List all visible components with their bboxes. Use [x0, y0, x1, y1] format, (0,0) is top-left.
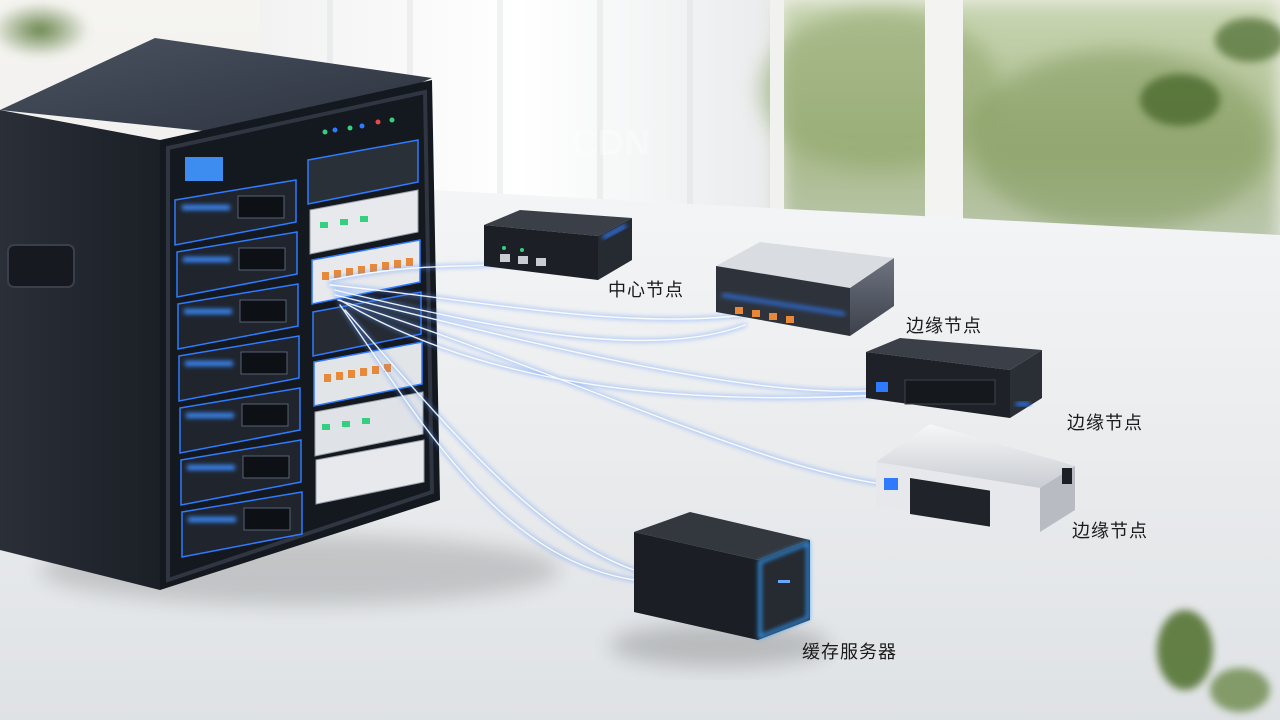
label-edge-node-1: 边缘节点 — [906, 316, 982, 337]
window-frame-left — [770, 0, 784, 230]
cache-shadow — [610, 623, 830, 667]
edge-node-device-3 — [876, 424, 1075, 532]
center-node-top — [484, 210, 632, 236]
leaf-bottom-right — [1157, 610, 1213, 690]
rack-status-leds — [322, 117, 395, 135]
label-edge-node-3: 边缘节点 — [1072, 521, 1148, 542]
edge-node-device-1 — [716, 242, 894, 336]
cache-server-glow-frame — [758, 540, 810, 640]
edge-node-3-vent — [910, 478, 990, 527]
edge-node-2-vent — [904, 379, 996, 405]
edge-node-1-ports — [735, 307, 794, 323]
server-rack — [0, 38, 440, 590]
center-node-side — [598, 218, 632, 280]
leaf-top-left — [0, 2, 90, 58]
cache-server-device — [634, 512, 810, 640]
switch-unit — [307, 139, 419, 205]
center-node-front — [484, 225, 598, 280]
edge-node-3-side-port — [1062, 468, 1072, 484]
switch-unit — [313, 341, 423, 407]
leaf-top-right-2 — [1215, 18, 1280, 62]
fiber-cables — [328, 260, 892, 582]
switch-unit — [311, 239, 421, 305]
edge-node-3-port — [884, 478, 898, 490]
edge-node-2-side — [1010, 350, 1042, 418]
leaf-bottom-right-2 — [1210, 668, 1270, 712]
cdn-watermark: CDN — [572, 122, 650, 163]
edge-node-2-led — [1016, 402, 1030, 406]
edge-node-1-top — [716, 242, 894, 288]
edge-node-device-2 — [866, 338, 1042, 418]
green-ports — [320, 216, 370, 430]
rack-left-side — [0, 110, 160, 590]
rack-front-frame — [166, 89, 435, 583]
tree-blur-1 — [760, 10, 1000, 170]
cache-server-side — [758, 540, 810, 640]
tree-blur-2 — [970, 50, 1270, 230]
cache-server-logo — [778, 580, 790, 583]
edge-node-1-front — [716, 266, 850, 336]
edge-node-1-led-strip — [721, 293, 846, 316]
orange-ports — [322, 258, 413, 382]
center-node-ports — [500, 254, 546, 266]
window-frame — [925, 0, 963, 240]
rack-server-units-left — [174, 179, 303, 558]
center-node-led-strip — [602, 223, 627, 240]
label-cache-server: 缓存服务器 — [802, 642, 897, 663]
leaf-top-right — [1140, 74, 1220, 126]
cache-server-front — [634, 532, 758, 640]
edge-node-2-top — [866, 338, 1042, 370]
rack-display — [185, 157, 223, 181]
center-node-device — [484, 210, 632, 280]
rack-handle — [7, 244, 75, 288]
switch-unit — [315, 439, 425, 505]
edge-node-2-port — [876, 382, 888, 392]
cache-server-top — [634, 512, 810, 560]
label-center-node: 中心节点 — [608, 280, 684, 301]
edge-node-1-side — [850, 258, 894, 336]
label-edge-node-2: 边缘节点 — [1067, 413, 1143, 434]
edge-node-3-top — [876, 424, 1075, 488]
